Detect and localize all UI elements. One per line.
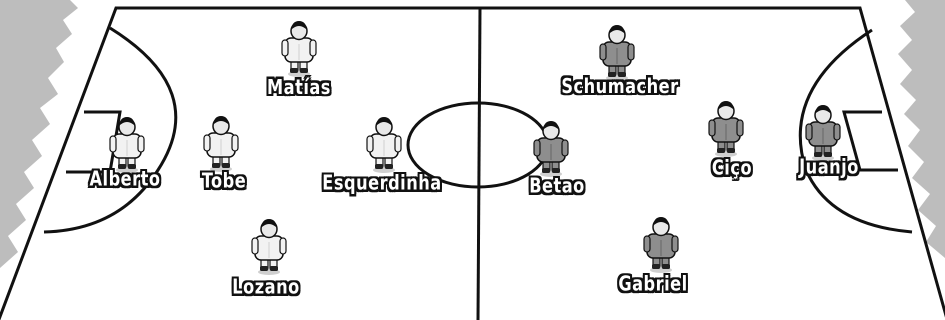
player-name-label: Matías	[267, 78, 331, 99]
player-name-label: Esquerdinha	[322, 174, 441, 195]
player-figure[interactable]	[201, 113, 241, 173]
player-figure[interactable]	[531, 118, 571, 178]
player-figure[interactable]	[803, 102, 843, 162]
player-figure[interactable]	[364, 114, 404, 174]
player-name-label: Ciço	[712, 159, 752, 180]
player-name-label: Alberto	[89, 170, 160, 191]
player-name-label: Lozano	[232, 278, 299, 299]
player-name-label: Juanjo	[799, 158, 859, 179]
player-name-label: Gabriel	[618, 275, 687, 296]
player-name-label: Betao	[529, 177, 585, 198]
player-figure[interactable]	[107, 114, 147, 174]
player-figure[interactable]	[641, 214, 681, 274]
player-name-label: Tobe	[202, 172, 246, 193]
player-figure[interactable]	[249, 216, 289, 276]
player-figure[interactable]	[706, 98, 746, 158]
player-figure[interactable]	[597, 22, 637, 82]
player-name-label: Schumacher	[561, 77, 678, 98]
player-figure[interactable]	[279, 18, 319, 78]
halfway-line	[478, 8, 480, 320]
